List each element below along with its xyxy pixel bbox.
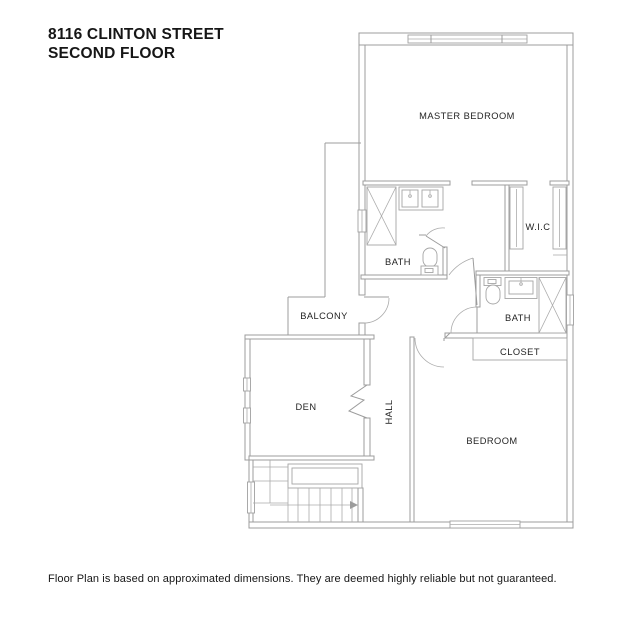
stairs <box>253 460 363 522</box>
room-label-master-bedroom: MASTER BEDROOM <box>419 111 515 121</box>
shower-fixture-bath2 <box>538 277 567 334</box>
room-label-bath2: BATH <box>505 313 531 323</box>
plan-title-address: 8116 CLINTON STREET <box>48 26 224 43</box>
window-den-upper <box>243 377 251 392</box>
window-bath2 <box>566 294 574 326</box>
master-bath-door-swing <box>419 227 446 249</box>
plan-title: 8116 CLINTON STREET SECOND FLOOR <box>48 25 224 63</box>
room-label-master-bath: BATH <box>385 257 411 267</box>
plan-title-floor: SECOND FLOOR <box>48 45 176 62</box>
disclaimer-text: Floor Plan is based on approximated dime… <box>48 573 557 585</box>
room-label-closet: CLOSET <box>500 347 540 357</box>
bedroom-door-swing <box>414 337 445 368</box>
closet-box <box>472 337 568 361</box>
window-master-bath <box>357 209 367 233</box>
toilet-fixture-bath2 <box>483 277 502 305</box>
window-den-lower <box>243 407 251 424</box>
shower-fixture-master <box>366 186 397 246</box>
doors <box>347 227 478 419</box>
windows <box>243 34 574 529</box>
room-label-bedroom: BEDROOM <box>466 436 517 446</box>
room-label-wic: W.I.C <box>526 222 551 232</box>
room-label-hall: HALL <box>384 399 394 424</box>
balcony-outline <box>287 142 361 335</box>
room-labels: MASTER BEDROOM BATH W.I.C BATH CLOSET BA… <box>296 111 551 446</box>
closet-rod-left <box>509 186 524 250</box>
window-bedroom <box>449 520 521 529</box>
window-stairwell <box>247 481 255 514</box>
bath2-door-swing <box>450 306 478 334</box>
room-label-balcony: BALCONY <box>300 311 348 321</box>
sink-fixture-bath2 <box>504 277 538 299</box>
balcony-door-swing <box>363 296 390 324</box>
den-bifold-door <box>347 384 368 419</box>
closet-rod-right <box>552 186 567 250</box>
double-sink-fixture <box>398 186 444 211</box>
room-label-den: DEN <box>296 402 317 412</box>
stair-direction-arrow <box>350 501 358 509</box>
window-master-bedroom <box>407 34 528 44</box>
vestibule-door-swing <box>448 257 478 306</box>
fixtures <box>253 186 568 522</box>
toilet-fixture-master <box>420 247 439 276</box>
